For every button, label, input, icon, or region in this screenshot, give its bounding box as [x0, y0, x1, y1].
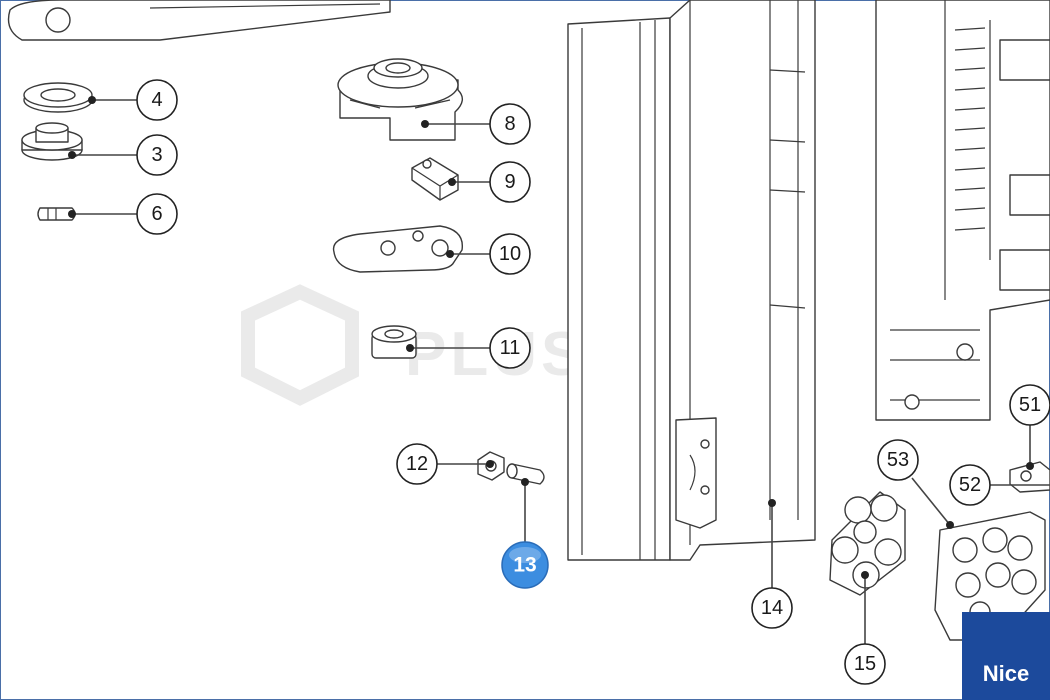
part-13	[506, 463, 545, 485]
callout-11-label: 11	[500, 337, 521, 359]
part-8	[337, 58, 463, 141]
callout-6-label: 6	[151, 203, 162, 225]
callout-3-label: 3	[151, 144, 162, 166]
part-arm	[7, 0, 391, 41]
callout-52: 52	[949, 464, 991, 506]
callout-15: 15	[844, 643, 886, 685]
part-4	[23, 82, 93, 113]
callout-8-label: 8	[504, 113, 515, 135]
callout-53-label: 53	[887, 449, 909, 471]
callout-15-label: 15	[854, 653, 876, 675]
callout-4-label: 4	[151, 89, 162, 111]
callout-10-label: 10	[499, 243, 521, 265]
callout-3: 3	[136, 134, 178, 176]
callout-52-label: 52	[959, 474, 981, 496]
callout-14: 14	[751, 587, 793, 629]
part-6	[37, 207, 76, 221]
brand-logo-box	[962, 612, 1050, 700]
callout-8: 8	[489, 103, 531, 145]
callout-4: 4	[136, 79, 178, 121]
callout-12-label: 12	[406, 453, 428, 475]
callout-51-label: 51	[1019, 394, 1041, 416]
brand-logo-text: Nice	[982, 661, 1030, 686]
part-11	[371, 325, 417, 359]
callout-53: 53	[877, 439, 919, 481]
callout-11: 11	[489, 327, 531, 369]
callout-10: 10	[489, 233, 531, 275]
part-3	[21, 122, 83, 161]
callout-13-label: 13	[513, 554, 536, 577]
part-housing	[875, 0, 1050, 421]
callout-12: 12	[396, 443, 438, 485]
callout-9-label: 9	[504, 171, 515, 193]
part-9	[411, 157, 459, 201]
part-14	[567, 0, 816, 561]
callout-9: 9	[489, 161, 531, 203]
callout-13-highlighted: 13	[501, 541, 549, 589]
part-10	[332, 225, 464, 273]
callout-51: 51	[1009, 384, 1050, 426]
callout-14-label: 14	[761, 597, 783, 619]
callout-6: 6	[136, 193, 178, 235]
leader-lines	[68, 96, 1050, 644]
part-53	[934, 511, 1046, 641]
part-15	[829, 491, 906, 596]
